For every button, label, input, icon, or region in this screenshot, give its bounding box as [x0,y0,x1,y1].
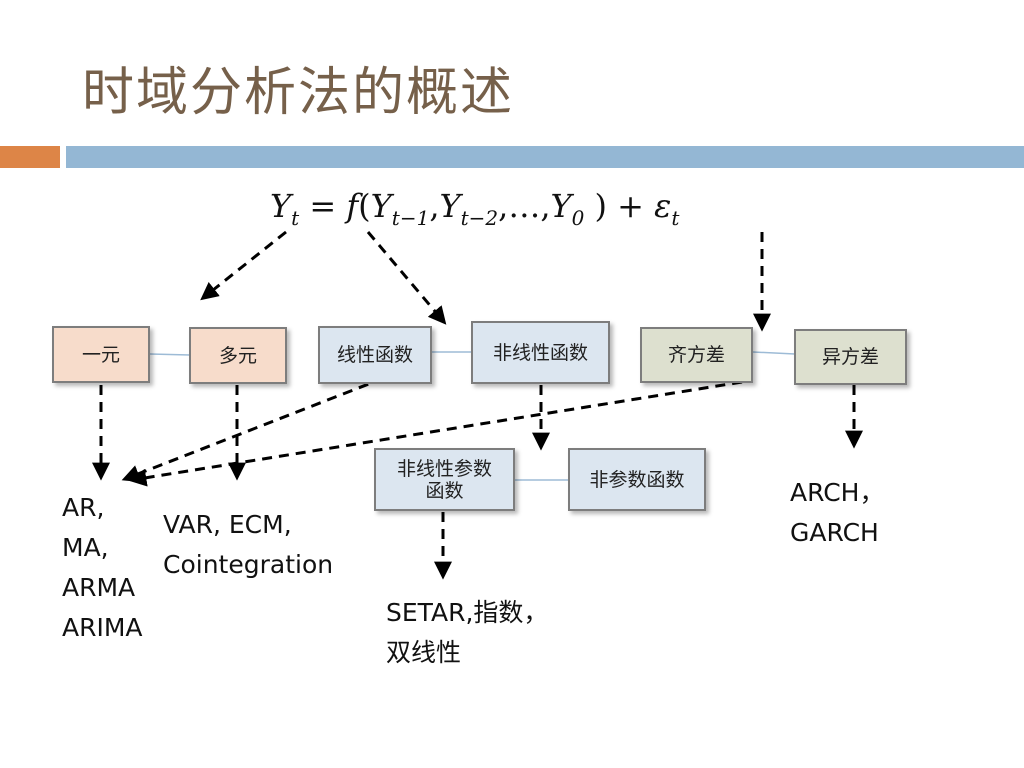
result-setar-models: SETAR,指数， 双线性 [386,598,549,667]
accent-bar-blue [66,146,1024,168]
arrow-formula-to-linear [366,231,447,325]
link-homo-hetero [752,351,796,355]
slide-title: 时域分析法的概述 [82,63,515,123]
arrow-formula-to-univariate [200,230,287,301]
arrow-linear-to-arma [121,376,385,483]
result-var-models: VAR, ECM, Cointegration [163,510,334,579]
model-formula: Yt = f(Yt−1,Yt−2,…,Y0 ) + εt [270,187,680,230]
box-multivariate: 多元 [189,327,287,384]
result-arma-models: AR, MA, ARMA ARIMA [62,493,143,642]
link-univariate-multivariate [149,353,191,356]
box-univariate: 一元 [52,326,150,383]
box-homoscedastic: 齐方差 [640,327,753,383]
box-heteroscedastic: 异方差 [794,329,907,385]
box-nonparametric-function: 非参数函数 [568,448,706,511]
box-linear-function: 线性函数 [318,326,432,384]
result-arch-models: ARCH， GARCH [790,478,885,547]
arrow-homo-to-arma [128,380,743,487]
accent-bar-orange [0,146,60,168]
box-nonlinear-function: 非线性函数 [471,321,610,384]
box-nonlinear-parametric-function: 非线性参数函数 [374,448,515,511]
